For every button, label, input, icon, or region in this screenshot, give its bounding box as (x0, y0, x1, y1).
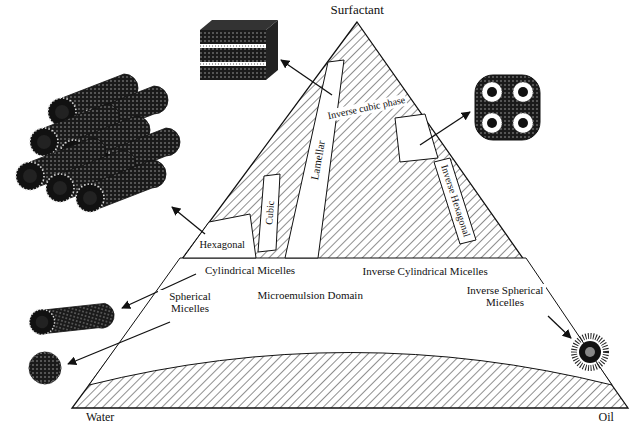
phase-label: Inverse Hexagonal (438, 162, 473, 239)
phase-label: Cylindrical Micelles (204, 264, 296, 277)
lamellar-region (285, 60, 344, 258)
leader-arrow (172, 207, 205, 234)
leader-arrow (68, 322, 170, 364)
ternary-triangle (72, 22, 628, 408)
phase-label: Inverse Spherical Micelles (464, 284, 546, 309)
phase-label: Inverse Cylindrical Micelles (362, 265, 489, 278)
phase-label: Inverse cubic phase (325, 94, 406, 122)
leader-arrows (68, 60, 571, 364)
inverse-hexagonal-region (434, 158, 476, 244)
leader-arrow (548, 316, 571, 338)
phase-label: Cubic (263, 199, 276, 226)
phase-label: Hexagonal (199, 239, 246, 251)
phase-label: Spherical Micelles (158, 290, 222, 315)
vertex-label: Oil (598, 411, 615, 425)
micellar-region (89, 258, 612, 385)
vertex-label: Surfactant (330, 3, 385, 18)
lamellar-illustration (200, 20, 278, 80)
leader-arrow (420, 112, 470, 145)
cubic-region (258, 174, 280, 252)
inverse-spherical-micelle-illustration (574, 336, 606, 368)
phase-label: Lamellar (308, 138, 328, 181)
cylindrical-micelle-illustration (27, 286, 117, 352)
inverse-cubic-illustration (475, 75, 540, 140)
spherical-micelle-illustration (29, 352, 61, 384)
leader-arrow (281, 60, 332, 95)
phase-label: Microemulsion Domain (257, 289, 364, 302)
vertex-label: Water (85, 411, 115, 425)
hexagonal-region (183, 214, 256, 258)
hexagonal-illustration (16, 74, 180, 212)
